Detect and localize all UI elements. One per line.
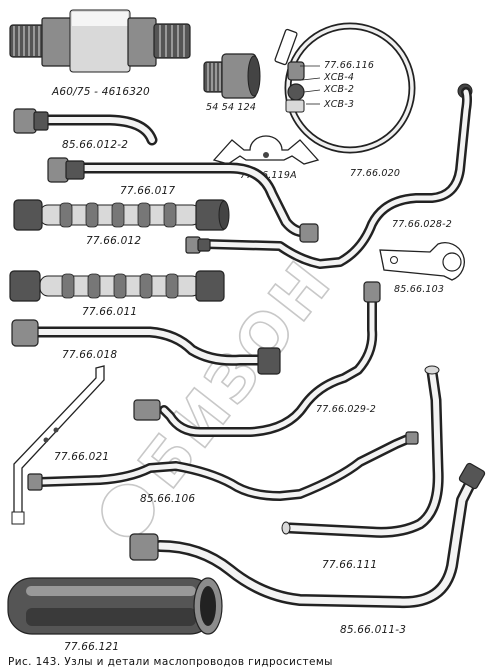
label-clamp-xcb2: ХСВ-2 [323,84,354,95]
label-bracket-021: 77.66.021 [54,451,109,463]
label-hose-011: 77.66.011 [82,306,137,318]
label-clamp-xcb3: ХСВ-3 [323,99,354,110]
label-tube-012-2: 85.66.012-2 [62,139,128,151]
figure-caption: Рис. 143. Узлы и детали маслопроводов ги… [8,656,333,668]
label-tube-017: 77.66.017 [120,185,175,197]
label-bracket-119a: 77.66.119А [240,170,297,181]
label-tube-028-2: 77.66.028-2 [392,219,452,230]
label-nipple-54: 54 54 124 [206,102,256,113]
hose-011-part [9,270,225,302]
label-clamp-xcb4: ХСВ-4 [323,72,354,83]
tube-012-2-part [13,108,158,146]
tube-017-part [47,157,319,243]
bracket-021-part [11,365,105,525]
label-adapter-a60: A60/75 - 4616320 [51,86,150,98]
label-hose-012: 77.66.012 [86,235,141,247]
tube-029-2-part [133,281,381,437]
nipple-54-part [203,53,261,99]
label-sleeve-121: 77.66.121 [64,641,119,653]
tube-106-part [27,431,419,501]
label-tube-029-2: 77.66.029-2 [316,404,376,415]
tube-011-3-part [129,462,486,609]
clip-103-part [379,242,465,281]
tube-028-2-part [185,87,472,269]
bracket-119a-part [212,135,320,165]
label-tube-018: 77.66.018 [62,349,117,361]
label-band-020: 77.66.020 [350,168,400,179]
band-clamp-020-part [274,22,473,154]
label-valve-116: 77.66.116 [324,60,374,71]
label-tube-011-3: 85.66.011-3 [340,624,406,636]
label-tube-111: 77.66.111 [322,559,377,571]
adapter-a60-part [9,9,191,73]
label-tube-106: 85.66.106 [140,493,195,505]
tube-111-part [281,365,444,538]
sleeve-121-part [7,577,223,635]
tube-018-part [11,319,281,375]
band-callouts [300,65,321,105]
label-clip-103: 85.66.103 [394,284,444,295]
hose-012-part [13,199,230,231]
